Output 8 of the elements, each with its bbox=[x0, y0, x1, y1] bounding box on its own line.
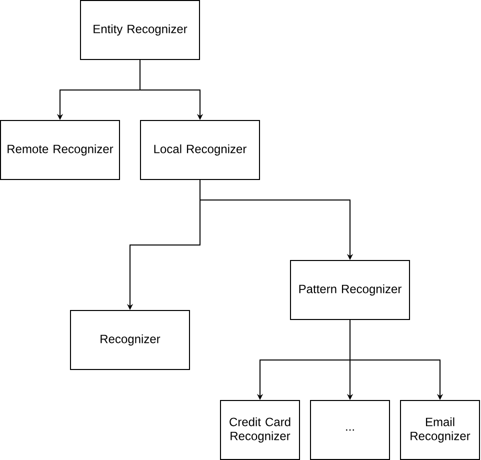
class-box: ... bbox=[310, 400, 390, 460]
class-box: Credit Card Recognizer bbox=[220, 400, 300, 460]
class-box: Local Recognizer bbox=[140, 120, 260, 180]
class-box: Entity Recognizer bbox=[80, 0, 200, 60]
class-box: Recognizer bbox=[70, 310, 190, 370]
class-box: Pattern Recognizer bbox=[290, 260, 410, 320]
class-box: Remote Recognizer bbox=[0, 120, 120, 180]
class-box: Email Recognizer bbox=[400, 400, 480, 460]
